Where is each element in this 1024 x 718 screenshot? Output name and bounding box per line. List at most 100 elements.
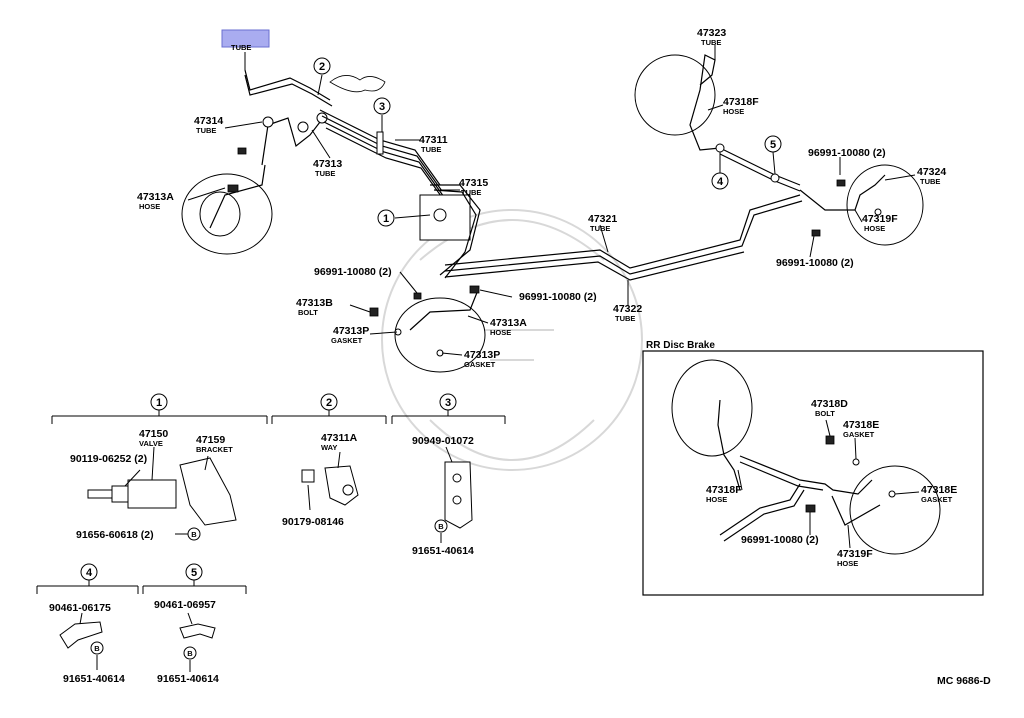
- part-label-47322[interactable]: 47322 TUBE: [613, 303, 642, 323]
- part-label-47313A-left[interactable]: 47313A HOSE: [137, 191, 174, 211]
- part-label-47311A[interactable]: 47311A WAY: [321, 432, 358, 452]
- part-label-47318E-1[interactable]: 47318E GASKET: [843, 419, 879, 439]
- part-label-47319F-top[interactable]: 47319F HOSE: [862, 213, 898, 233]
- svg-text:5: 5: [191, 567, 197, 579]
- part-label-47313[interactable]: 47313 TUBE: [313, 158, 342, 178]
- rear-left-disc: [634, 54, 716, 136]
- svg-text:47318E: 47318E: [843, 419, 879, 431]
- part-label-96991-mid[interactable]: 96991-10080 (2): [314, 266, 392, 278]
- valve-body: [127, 479, 177, 509]
- part-label-47318D[interactable]: 47318D BOLT: [811, 398, 848, 418]
- part-label-47318F-top[interactable]: 47318F HOSE: [723, 96, 759, 116]
- svg-text:47313A: 47313A: [137, 191, 174, 203]
- bracket-47159: [179, 457, 237, 526]
- svg-text:91656-60618 (2): 91656-60618 (2): [76, 529, 154, 541]
- part-label-47311[interactable]: 47311 TUBE: [419, 134, 448, 154]
- part-label-47159[interactable]: 47159 BRACKET: [196, 434, 233, 454]
- svg-text:TUBE: TUBE: [701, 38, 721, 47]
- front-right-disc: [394, 297, 486, 373]
- svg-text:47318D: 47318D: [811, 398, 848, 410]
- part-label-47318F-inset[interactable]: 47318F HOSE: [706, 484, 742, 504]
- detail-callout-5: 5: [185, 563, 203, 581]
- rear-right-disc: [846, 164, 924, 246]
- detail-callout-4: 4: [80, 563, 98, 581]
- svg-text:BOLT: BOLT: [298, 308, 318, 317]
- part-label-96991-topright[interactable]: 96991-10080 (2): [808, 147, 886, 159]
- svg-text:47322: 47322: [613, 303, 642, 315]
- part-label-47319F-inset[interactable]: 47319F HOSE: [837, 548, 873, 568]
- svg-text:47323: 47323: [697, 27, 726, 39]
- callout-1-main: 1: [377, 209, 395, 227]
- svg-text:47318E: 47318E: [921, 484, 957, 496]
- part-label-90461-5[interactable]: 90461-06957: [154, 599, 216, 611]
- part-label-91651-4[interactable]: 91651-40614: [63, 673, 125, 685]
- part-label-47315[interactable]: 47315 TUBE: [459, 177, 488, 197]
- part-label-90949[interactable]: 90949-01072: [412, 435, 474, 447]
- part-label-47318E-2[interactable]: 47318E GASKET: [921, 484, 957, 504]
- svg-text:4: 4: [86, 567, 93, 579]
- svg-text:HOSE: HOSE: [139, 202, 160, 211]
- svg-text:47313A: 47313A: [490, 317, 527, 329]
- svg-text:BRACKET: BRACKET: [196, 445, 233, 454]
- svg-text:47311: 47311: [419, 134, 448, 146]
- svg-text:3: 3: [445, 397, 451, 409]
- svg-text:GASKET: GASKET: [464, 360, 496, 369]
- svg-text:90949-01072: 90949-01072: [412, 435, 474, 447]
- svg-text:TUBE: TUBE: [315, 169, 335, 178]
- part-label-91656[interactable]: 91656-60618 (2): [76, 529, 154, 541]
- callout-3-main: 3: [373, 97, 391, 115]
- part-label-47313P-2[interactable]: 47313P GASKET: [464, 349, 500, 369]
- part-label-96991-right2[interactable]: 96991-10080 (2): [776, 257, 854, 269]
- part-label-47324[interactable]: 47324 TUBE: [917, 166, 946, 186]
- detail-2-parts: [301, 451, 359, 511]
- tube-tag-label: TUBE: [231, 43, 251, 52]
- svg-text:90461-06175: 90461-06175: [49, 602, 111, 614]
- svg-text:TUBE: TUBE: [461, 188, 481, 197]
- svg-text:47159: 47159: [196, 434, 225, 446]
- part-label-47314[interactable]: 47314 TUBE: [194, 115, 223, 135]
- svg-text:2: 2: [319, 61, 325, 73]
- highlighted-part-tag[interactable]: [221, 29, 270, 48]
- part-label-90119[interactable]: 90119-06252 (2): [70, 453, 147, 465]
- part-label-96991-center[interactable]: 96991-10080 (2): [519, 291, 597, 303]
- svg-text:GASKET: GASKET: [843, 430, 875, 439]
- part-label-47321[interactable]: 47321 TUBE: [588, 213, 617, 233]
- svg-text:47150: 47150: [139, 428, 168, 440]
- detail-bolt-symbol-4: B: [94, 644, 100, 653]
- part-label-91651-5[interactable]: 91651-40614: [157, 673, 219, 685]
- detail-3-parts: [434, 446, 473, 543]
- svg-text:90119-06252 (2): 90119-06252 (2): [70, 453, 147, 465]
- part-label-91651-3[interactable]: 91651-40614: [412, 545, 474, 557]
- part-label-90179[interactable]: 90179-08146: [282, 516, 344, 528]
- svg-text:91651-40614: 91651-40614: [412, 545, 474, 557]
- svg-text:B: B: [438, 522, 444, 531]
- part-label-47150[interactable]: 47150 VALVE: [139, 428, 168, 448]
- part-label-47313B[interactable]: 47313B BOLT: [296, 297, 333, 317]
- part-label-90461-4[interactable]: 90461-06175: [49, 602, 111, 614]
- svg-text:96991-10080 (2): 96991-10080 (2): [519, 291, 597, 303]
- inset-title: RR Disc Brake: [646, 340, 715, 351]
- svg-text:1: 1: [383, 213, 389, 225]
- svg-text:47321: 47321: [588, 213, 617, 225]
- svg-text:96991-10080 (2): 96991-10080 (2): [314, 266, 392, 278]
- svg-text:HOSE: HOSE: [490, 328, 511, 337]
- detail-callout-2: 2: [320, 393, 338, 411]
- part-label-47323[interactable]: 47323 TUBE: [697, 27, 726, 47]
- svg-text:91651-40614: 91651-40614: [157, 673, 219, 685]
- detail-brackets: [36, 410, 506, 594]
- part-label-47313A-mid[interactable]: 47313A HOSE: [490, 317, 527, 337]
- svg-text:47313B: 47313B: [296, 297, 333, 309]
- part-label-47313P-1[interactable]: 47313P GASKET: [331, 325, 369, 345]
- part-label-96991-inset[interactable]: 96991-10080 (2): [741, 534, 819, 546]
- svg-text:3: 3: [379, 101, 385, 113]
- svg-text:47313P: 47313P: [464, 349, 500, 361]
- svg-text:HOSE: HOSE: [706, 495, 727, 504]
- svg-text:TUBE: TUBE: [590, 224, 610, 233]
- svg-text:4: 4: [717, 176, 724, 188]
- svg-text:47319F: 47319F: [862, 213, 898, 225]
- watermark: [381, 209, 643, 471]
- svg-text:47315: 47315: [459, 177, 488, 189]
- diagram-code: MC 9686-D: [937, 675, 991, 687]
- svg-text:47318F: 47318F: [706, 484, 742, 496]
